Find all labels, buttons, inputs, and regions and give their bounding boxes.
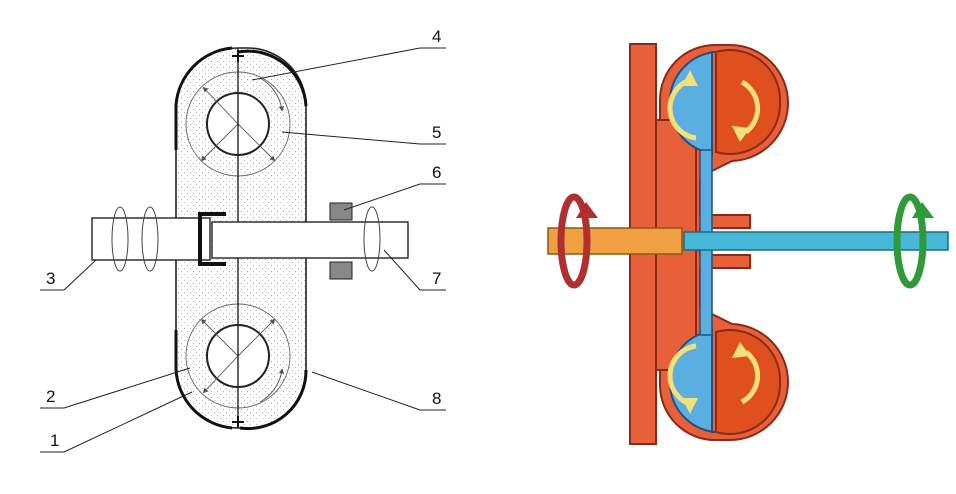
callout-6: 6 [432,163,441,182]
callout-1: 1 [50,431,59,450]
input-shaft [91,217,211,261]
output-shaft-colored [683,231,949,251]
turbine-shell-lower [239,369,308,431]
rotation-arrows-schematic [111,206,381,272]
flow-arrowheads [682,70,750,414]
output-rotation-arrow [893,193,934,289]
callout-4: 4 [432,27,441,46]
colored-illustration [547,43,949,445]
leader-lines [40,47,446,453]
schematic-diagram: 4 5 6 3 7 2 8 1 [40,27,446,453]
callout-7: 7 [432,269,441,288]
bearing-upper [329,202,353,221]
input-rotation-arrow [557,193,598,289]
callout-5: 5 [432,123,441,142]
pump-upper [715,49,782,155]
pump-shell-upper [174,46,233,150]
bearing-lower [329,261,353,280]
input-shaft-colored [547,227,683,255]
callout-3: 3 [46,269,55,288]
seal-marks [232,50,244,428]
flow-arrows [200,77,285,403]
pump-shell-lower [174,330,233,430]
output-shaft [211,221,409,259]
pump-lower [715,329,782,435]
flow-arrows-colored [667,77,761,407]
hub-bracket [198,212,226,266]
turbine-shell [237,49,308,107]
callout-8: 8 [432,389,441,408]
callout-2: 2 [46,387,55,406]
